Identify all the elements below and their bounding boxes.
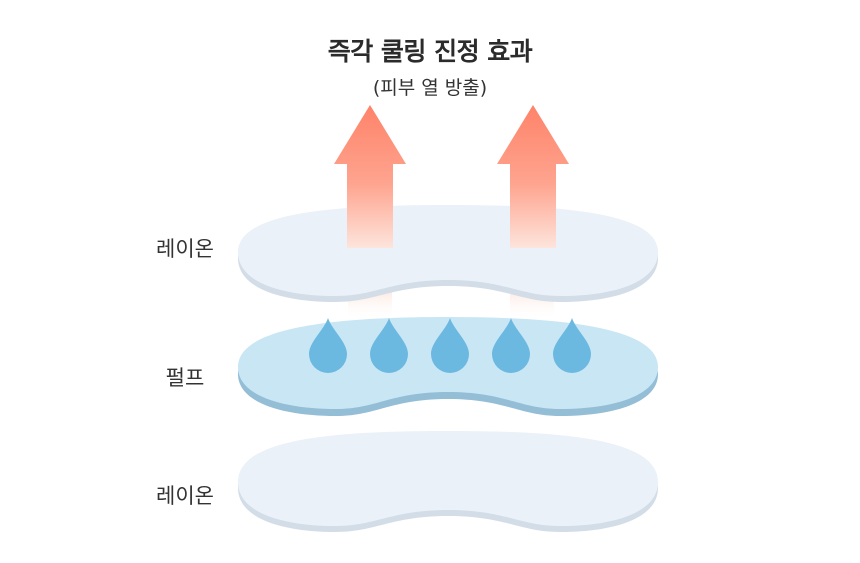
page-title: 즉각 쿨링 진정 효과 xyxy=(327,37,533,66)
up-arrow-icon xyxy=(497,105,569,248)
water-drop-icon xyxy=(431,318,469,373)
water-drop-icon xyxy=(492,318,530,373)
water-drop-icon xyxy=(553,318,591,373)
rayon-layer-bottom xyxy=(238,431,658,532)
heat-arrows xyxy=(334,105,569,248)
water-drop-icon xyxy=(370,318,408,373)
layer-label-bottom: 레이온 xyxy=(156,484,214,508)
up-arrow-icon xyxy=(334,105,406,248)
layer-label-top: 레이온 xyxy=(156,237,214,261)
layer-label-middle: 펄프 xyxy=(165,366,205,390)
page-subtitle: (피부 열 방출) xyxy=(372,77,488,99)
rayon-layer-top xyxy=(238,205,658,302)
water-drops xyxy=(309,318,591,373)
water-drop-icon xyxy=(309,318,347,373)
